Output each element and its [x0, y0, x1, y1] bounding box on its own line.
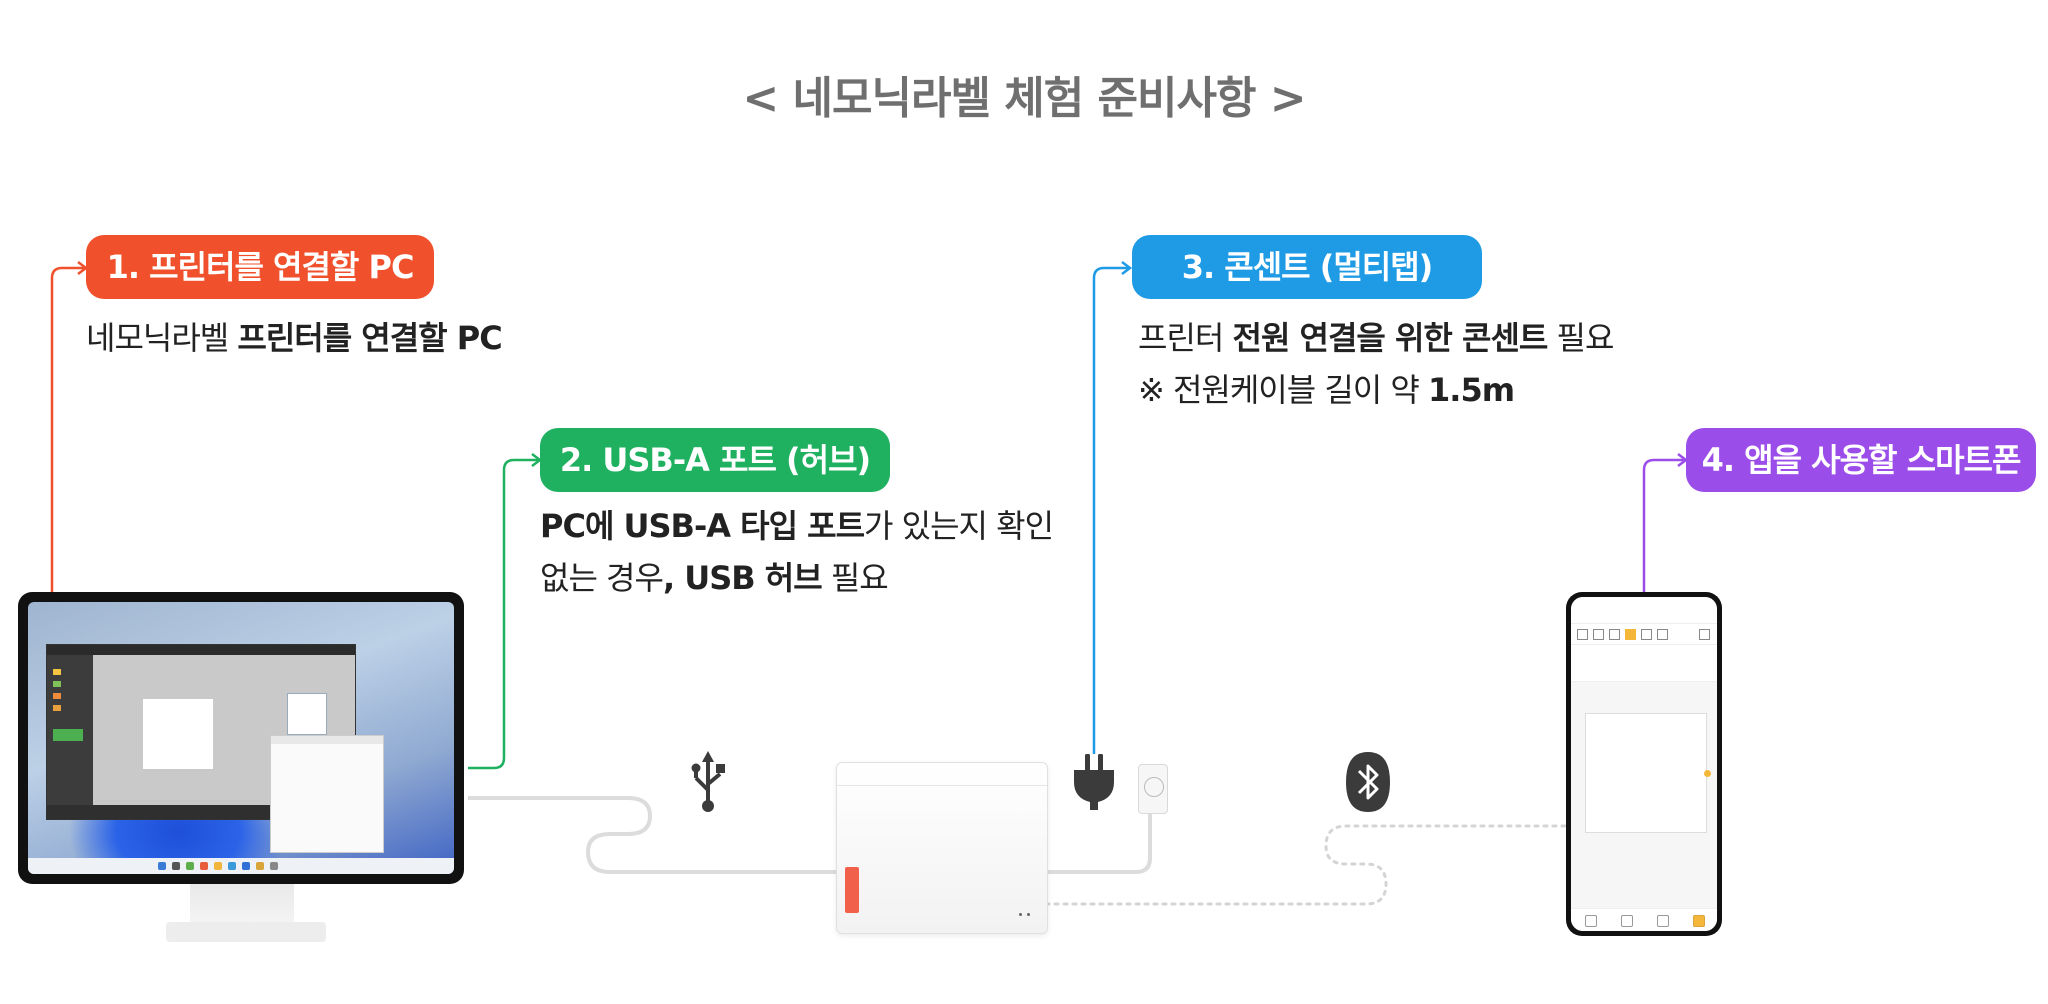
step2-desc-line2: 없는 경우, USB 허브 필요 — [540, 559, 889, 597]
popup-window — [270, 735, 384, 853]
step2-label: 2. USB-A 포트 (허브) — [559, 441, 871, 479]
connector-step3-arrow — [1121, 261, 1133, 275]
step1-label: 1. 프린터를 연결할 PC — [106, 248, 415, 286]
monitor-base — [166, 922, 326, 942]
power-cable — [1046, 812, 1152, 874]
step2-badge: 2. USB-A 포트 (허브) — [540, 428, 890, 492]
usb-cable — [468, 796, 836, 874]
usb-icon — [691, 751, 725, 812]
phone-label-canvas — [1585, 713, 1707, 833]
phone-screen — [1571, 597, 1717, 931]
page-title: < 네모닉라벨 체험 준비사항 > — [742, 73, 1306, 124]
pc-monitor — [18, 592, 464, 884]
connector-step3 — [1092, 266, 1128, 754]
bluetooth-icon — [1346, 752, 1390, 812]
printer-brand-tag — [845, 867, 859, 913]
connector-step1 — [50, 266, 84, 592]
pc-screen — [28, 602, 454, 874]
taskbar — [28, 858, 454, 874]
monitor-stand — [190, 884, 294, 924]
phone-bottom-nav — [1571, 908, 1717, 931]
phone-status-bar — [1571, 597, 1717, 607]
step1-badge: 1. 프린터를 연결할 PC — [86, 235, 434, 299]
step3-label: 3. 콘센트 (멀티탭) — [1181, 248, 1434, 286]
step2-description: PC에 USB-A 타입 포트가 있는지 확인 없는 경우, USB 허브 필요 — [540, 500, 1054, 604]
app-title-bar — [47, 645, 355, 655]
app-sidebar — [47, 655, 93, 805]
smartphone — [1566, 592, 1722, 936]
label-app-window — [46, 644, 356, 820]
label-printer — [836, 762, 1048, 934]
step3-badge: 3. 콘센트 (멀티탭) — [1132, 235, 1482, 299]
label-thumbnail — [287, 693, 327, 735]
app-header — [1571, 607, 1717, 624]
step3-desc-line2: ※ 전원케이블 길이 약 1.5m — [1138, 371, 1515, 409]
app-toolbar — [1571, 624, 1717, 645]
connector-step2 — [468, 458, 538, 770]
power-plug-icon — [1074, 754, 1114, 810]
label-preview — [143, 699, 213, 769]
resize-handle — [1704, 770, 1711, 777]
app-options — [1571, 645, 1717, 682]
step4-label: 4. 앱을 사용할 스마트폰 — [1701, 441, 2022, 479]
step2-desc-line1: PC에 USB-A 타입 포트가 있는지 확인 — [540, 507, 1054, 545]
step3-desc-line1: 프린터 전원 연결을 위한 콘센트 필요 — [1138, 319, 1614, 357]
step3-description: 프린터 전원 연결을 위한 콘센트 필요 ※ 전원케이블 길이 약 1.5m — [1138, 312, 1614, 416]
step4-badge: 4. 앱을 사용할 스마트폰 — [1686, 428, 2036, 492]
step1-description: 네모닉라벨 프린터를 연결할 PC — [86, 312, 503, 364]
connector-step4 — [1642, 458, 1684, 592]
bluetooth-link — [1044, 824, 1568, 906]
step1-desc-line1: 네모닉라벨 프린터를 연결할 PC — [86, 319, 503, 357]
power-outlet — [1138, 764, 1168, 814]
